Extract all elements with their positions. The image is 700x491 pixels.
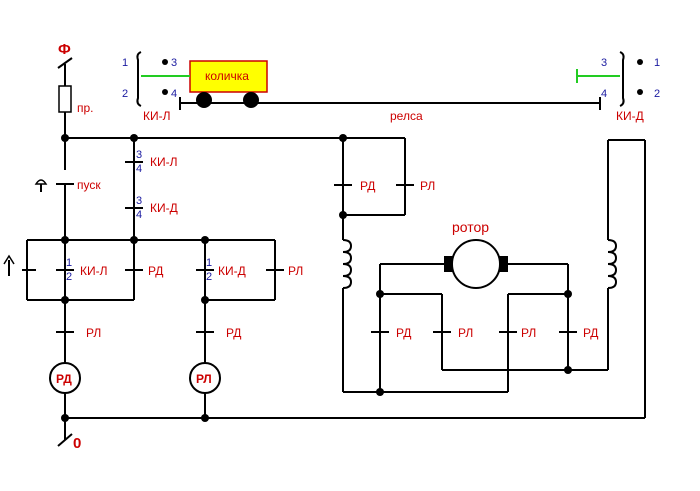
ki-d-nc-label: КИ-Д (218, 264, 246, 278)
svg-text:1: 1 (654, 57, 660, 69)
rd-branch: 1 2 КИ-Л РД РЛ РД (49, 239, 163, 418)
svg-text:2: 2 (66, 271, 72, 283)
coil-rd-label: РД (56, 372, 72, 386)
svg-text:1: 1 (66, 257, 72, 269)
svg-text:РД: РД (396, 326, 411, 340)
neutral-label: 0 (73, 435, 81, 452)
cart-wheel-left (196, 92, 212, 108)
svg-text:РД: РД (226, 326, 241, 340)
svg-text:РЛ: РЛ (86, 326, 101, 340)
rail-assembly: релса (179, 97, 601, 123)
svg-text:3: 3 (171, 57, 177, 69)
cart-body (189, 60, 268, 93)
coil-rl-label: РЛ (196, 372, 212, 386)
svg-text:РЛ: РЛ (521, 326, 536, 340)
svg-text:РЛ: РЛ (458, 326, 473, 340)
brush-right (499, 256, 508, 272)
cart-label: количка (205, 69, 249, 83)
svg-text:4: 4 (136, 209, 142, 221)
rotor (451, 239, 501, 289)
svg-text:РЛ: РЛ (420, 179, 435, 193)
supply-phase: Ф пр. (57, 41, 94, 170)
limit-switch-left: 1 2 3 4 КИ-Л (122, 51, 190, 123)
field-winding-right (607, 239, 618, 289)
limit-switch-right: 3 4 1 2 КИ-Д (576, 51, 660, 123)
svg-text:3: 3 (601, 57, 607, 69)
cart-wheel-right (243, 92, 259, 108)
motor-circuit: РД РЛ ротор РД (334, 138, 646, 418)
svg-text:РД: РД (360, 179, 375, 193)
cart: количка (189, 60, 268, 108)
svg-text:2: 2 (206, 271, 212, 283)
ki-l-nc-label: КИ-Л (80, 264, 108, 278)
fuse-label: пр. (77, 101, 94, 115)
rail-label: релса (390, 109, 423, 123)
svg-text:1: 1 (122, 57, 128, 69)
push-button-icon (34, 179, 48, 185)
manual-switch (3, 240, 65, 301)
field-winding-left (342, 239, 353, 289)
brush-left (444, 256, 453, 272)
svg-text:РД: РД (148, 264, 163, 278)
start-button: пуск (34, 178, 101, 240)
svg-text:2: 2 (122, 88, 128, 100)
rotor-label: ротор (452, 219, 489, 235)
svg-text:1: 1 (206, 257, 212, 269)
phase-label: Ф (58, 41, 71, 58)
ki-d-contact-label: КИ-Д (150, 201, 178, 215)
ki-l-contact-label: КИ-Л (150, 155, 178, 169)
svg-text:2: 2 (654, 88, 660, 100)
limit-contacts-series: 3 4 КИ-Л 3 4 КИ-Д (125, 138, 178, 240)
svg-text:4: 4 (171, 88, 177, 100)
rl-branch: 1 2 КИ-Д РЛ РД РЛ (189, 240, 303, 418)
svg-text:3: 3 (136, 195, 142, 207)
svg-text:РД: РД (583, 326, 598, 340)
fuse (58, 85, 72, 113)
start-label: пуск (77, 178, 101, 192)
svg-text:3: 3 (136, 149, 142, 161)
svg-text:4: 4 (601, 88, 607, 100)
limit-switch-left-label: КИ-Л (143, 109, 171, 123)
limit-switch-right-label: КИ-Д (616, 109, 644, 123)
svg-text:РЛ: РЛ (288, 264, 303, 278)
svg-text:4: 4 (136, 163, 142, 175)
